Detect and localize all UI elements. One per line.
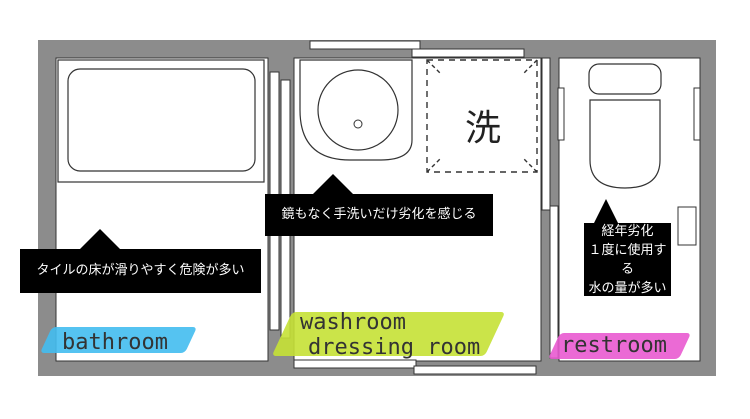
- bathroom-callout: タイルの床が滑りやすく危険が多い: [20, 229, 261, 293]
- washer-corner-br: [522, 157, 538, 173]
- washer-corner-bl: [426, 157, 442, 173]
- sink-bowl: [317, 69, 399, 151]
- rest-sliding-door-a: [541, 57, 551, 211]
- sink-counter: [299, 59, 413, 161]
- bottom-sliding-door-a: [293, 359, 417, 369]
- washer-space: [426, 59, 538, 173]
- top-sliding-door-a: [309, 40, 421, 50]
- bottom-sliding-door-b: [413, 365, 537, 375]
- restroom-label: restroom: [561, 333, 667, 358]
- bathtub-inner: [67, 68, 256, 172]
- top-sliding-door-b: [411, 48, 525, 58]
- washroom-callout: 鏡もなく手洗いだけ劣化を感じる: [265, 174, 493, 236]
- toilet-bowl: [589, 99, 661, 189]
- dressing-room-label: dressing room: [308, 335, 481, 360]
- washer-symbol: 洗: [464, 108, 501, 149]
- bathtub-outer: [57, 59, 265, 183]
- washer-corner-tl: [426, 59, 442, 75]
- bathroom-label: bathroom: [62, 330, 168, 355]
- washroom-label: washroom: [300, 310, 406, 335]
- paper-holder: [677, 206, 697, 246]
- rest-window-left: [557, 87, 565, 141]
- restroom-callout: 経年劣化 １度に使用する 水の量が多い: [584, 199, 671, 296]
- washer-corner-tr: [522, 59, 538, 75]
- rest-sliding-door-b: [549, 205, 559, 359]
- toilet-tank: [588, 63, 662, 95]
- rest-window-right: [693, 87, 701, 141]
- sink-drain: [353, 119, 363, 129]
- bathroom-floor: [55, 57, 269, 362]
